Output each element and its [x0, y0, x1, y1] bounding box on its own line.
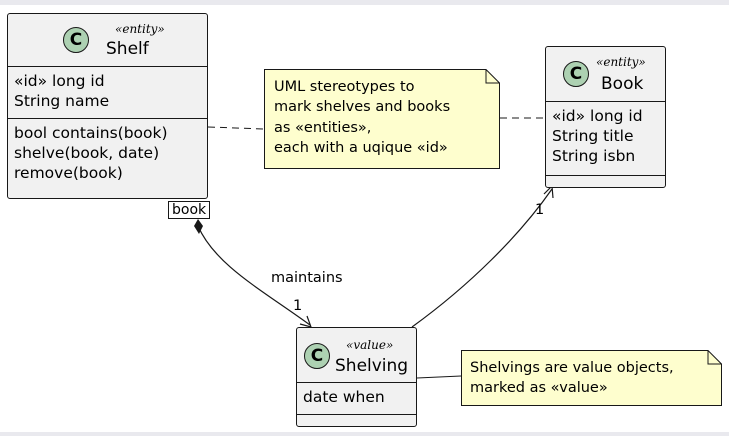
- shelving-fields: date when: [297, 383, 416, 415]
- book-stereotype: «entity»: [596, 55, 646, 69]
- top-bar: [0, 0, 729, 5]
- note-line: UML stereotypes to: [274, 79, 415, 95]
- shelf-class[interactable]: C «entity» Shelf «id» long id String nam…: [7, 13, 208, 199]
- shelf-name: Shelf: [106, 39, 149, 59]
- shelf-method: remove(book): [14, 164, 123, 182]
- shelf-field: «id» long id: [14, 72, 105, 90]
- bottom-bar: [0, 432, 729, 436]
- book-field: String isbn: [552, 147, 636, 165]
- value-note[interactable]: Shelvings are value objects, marked as «…: [461, 350, 722, 406]
- note-link-shelf: [207, 126, 265, 130]
- note-link-shelving: [416, 375, 462, 379]
- note-frame: [461, 350, 722, 406]
- shelving-name: Shelving: [335, 356, 409, 376]
- shelf-method: shelve(book, date): [14, 144, 160, 162]
- maintains-association: [197, 225, 311, 326]
- book-field: «id» long id: [552, 107, 643, 125]
- maintains-label: maintains: [271, 270, 343, 286]
- qualifier-tag: book: [168, 201, 211, 219]
- shelf-stereotype: «entity»: [115, 22, 165, 36]
- shelf-field: String name: [14, 92, 110, 110]
- shelving-stereotype: «value»: [346, 338, 394, 352]
- shelving-header: C «value» Shelving: [297, 328, 416, 383]
- book-name: Book: [601, 74, 644, 94]
- shelf-methods: bool contains(book) shelve(book, date) r…: [8, 119, 207, 187]
- note-line: mark shelves and books: [274, 99, 451, 115]
- class-badge-icon: C: [63, 27, 89, 53]
- book-field: String title: [552, 127, 634, 145]
- shelving-multiplicity: 1: [293, 298, 303, 314]
- class-badge-icon: C: [563, 61, 589, 87]
- shelf-header: C «entity» Shelf: [8, 14, 207, 67]
- note-line: each with a uqique «id»: [274, 140, 448, 156]
- note-line: marked as «value»: [470, 380, 608, 396]
- book-multiplicity: 1: [535, 202, 545, 218]
- note-line: as «entities»,: [274, 120, 372, 136]
- shelving-field: date when: [303, 388, 385, 406]
- book-header: C «entity» Book: [546, 47, 665, 102]
- note-line: Shelvings are value objects,: [470, 360, 674, 376]
- book-fields: «id» long id String title String isbn: [546, 102, 665, 176]
- shelving-class[interactable]: C «value» Shelving date when: [296, 327, 417, 427]
- entities-note[interactable]: UML stereotypes to mark shelves and book…: [264, 69, 500, 169]
- shelf-method: bool contains(book): [14, 124, 168, 142]
- note-frame: [264, 69, 500, 169]
- class-badge-icon: C: [304, 343, 330, 369]
- shelf-fields: «id» long id String name: [8, 67, 207, 119]
- composition-diamond: [194, 219, 203, 234]
- book-class[interactable]: C «entity» Book «id» long id String titl…: [545, 46, 666, 188]
- shelving-book-association: [411, 188, 553, 328]
